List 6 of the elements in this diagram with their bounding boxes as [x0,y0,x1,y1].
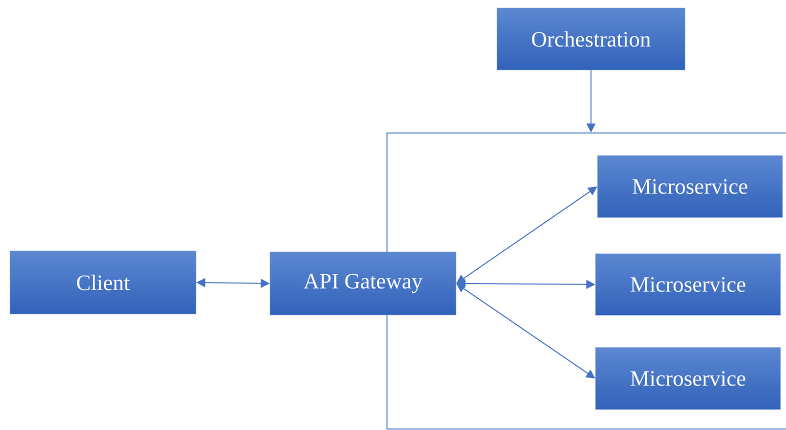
service-box: Client [10,250,196,314]
service-box: Microservice [595,347,781,410]
service-box: Microservice [597,155,783,218]
service-box: API Gateway [270,252,456,316]
service-box: Orchestration [496,8,686,70]
service-box: Microservice [595,253,781,316]
